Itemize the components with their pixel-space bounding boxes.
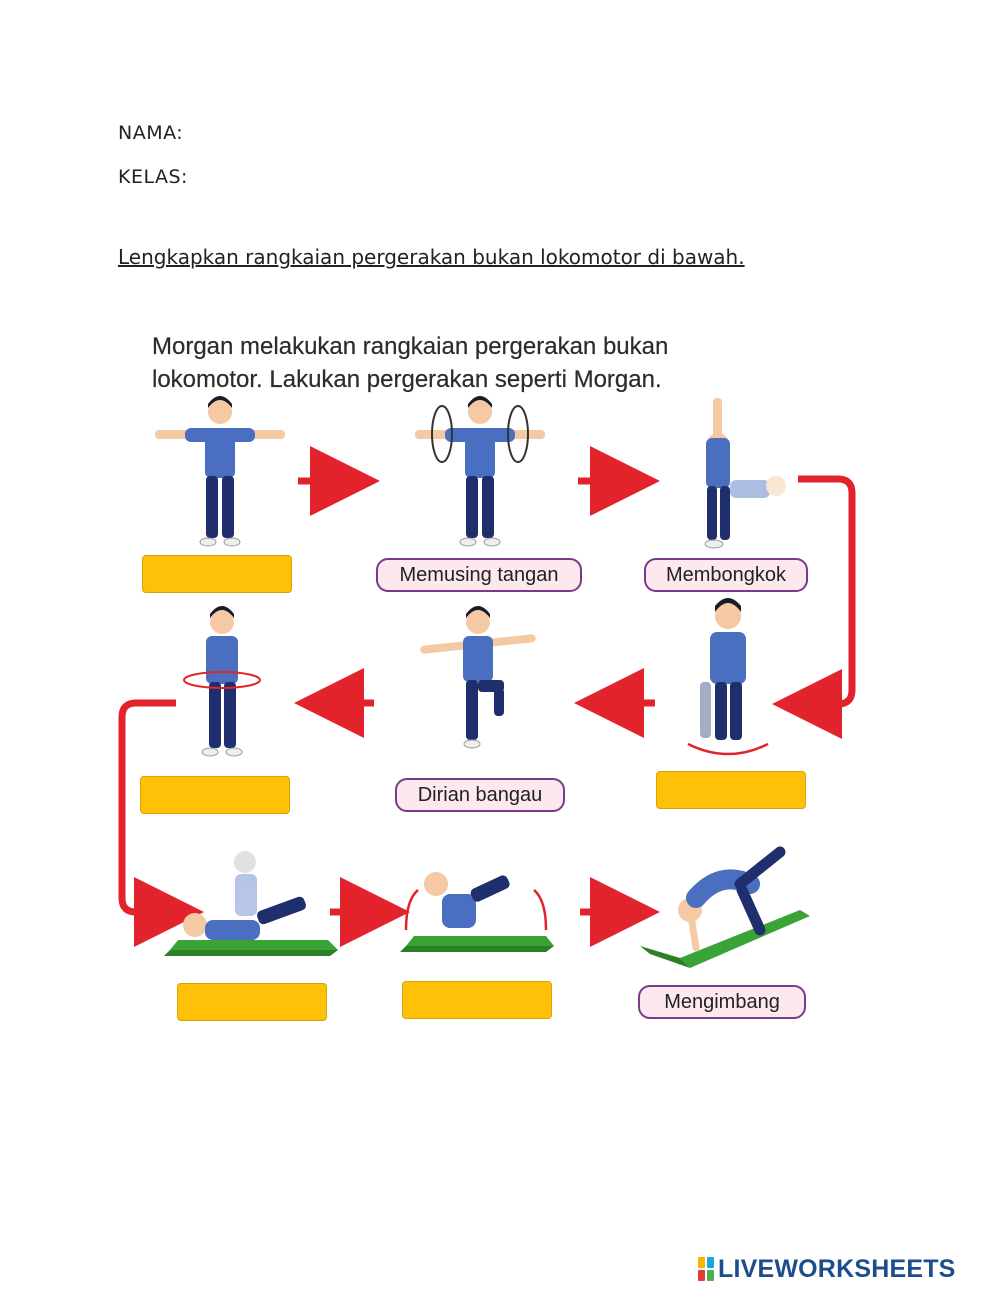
intro-line-2: lokomotor. Lakukan pergerakan seperti Mo… <box>152 366 662 393</box>
figure-rocking <box>400 872 554 952</box>
figure-arm-circles <box>415 396 545 547</box>
figure-stork-stand <box>420 606 536 749</box>
instruction-text: Lengkapkan rangkaian pergerakan bukan lo… <box>118 245 745 269</box>
liveworksheets-mark-icon <box>698 1257 714 1281</box>
figure-situp <box>164 851 338 956</box>
figure-arms-out <box>155 396 285 547</box>
answer-box-step-8[interactable] <box>402 981 552 1019</box>
arrow-3-4 <box>772 475 856 739</box>
arrow-6-7 <box>118 699 204 947</box>
brand-name: LIVEWORKSHEETS <box>718 1254 956 1283</box>
liveworksheets-logo: LIVEWORKSHEETS <box>698 1254 956 1284</box>
name-label: NAMA: <box>118 122 184 144</box>
answer-box-step-4[interactable] <box>656 771 806 809</box>
label-step-9: Mengimbang <box>638 985 806 1019</box>
intro-line-1: Morgan melakukan rangkaian pergerakan bu… <box>152 333 669 360</box>
answer-box-step-7[interactable] <box>177 983 327 1021</box>
figure-balance <box>640 846 810 968</box>
answer-box-step-6[interactable] <box>140 776 290 814</box>
label-step-5: Dirian bangau <box>395 778 565 812</box>
answer-box-step-1[interactable] <box>142 555 292 593</box>
label-step-2: Memusing tangan <box>376 558 582 592</box>
label-step-3: Membongkok <box>644 558 808 592</box>
intro-text: Morgan melakukan rangkaian pergerakan bu… <box>152 330 669 396</box>
figure-bending <box>704 398 786 549</box>
class-label: KELAS: <box>118 166 188 188</box>
figure-waist-rotation <box>183 606 261 757</box>
figure-hip-swing <box>687 598 769 756</box>
